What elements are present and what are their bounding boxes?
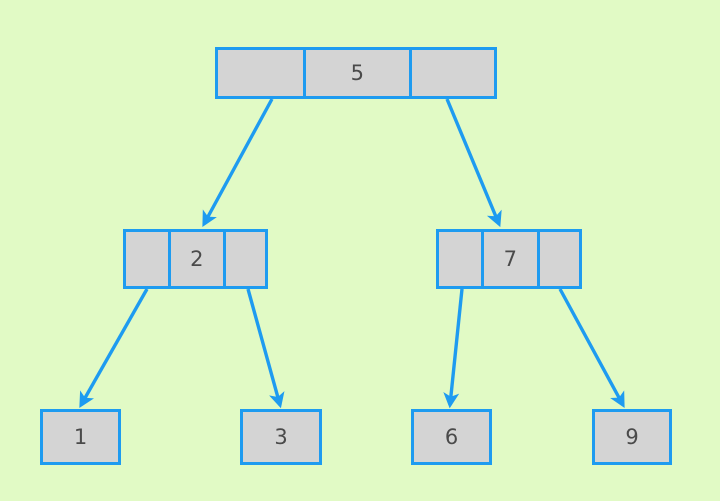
tree-edge [445,98,502,228]
node-key-cell: 7 [481,232,537,286]
node-pointer-cell [126,232,168,286]
node-key-cell: 2 [168,232,223,286]
tree-leaf-6[interactable]: 6 [411,409,492,465]
tree-leaf-9[interactable]: 9 [592,409,672,465]
node-pointer-cell [223,232,265,286]
node-pointer-cell [409,50,494,96]
tree-edge [558,288,625,408]
tree-node-5[interactable]: 5 [215,47,497,99]
tree-edge [79,288,149,408]
node-pointer-cell [218,50,303,96]
tree-edge [246,288,285,409]
tree-leaf-1[interactable]: 1 [40,409,121,465]
tree-edge [443,288,464,409]
tree-edge [202,98,274,227]
tree-leaf-3[interactable]: 3 [240,409,322,465]
node-key-cell: 5 [303,50,409,96]
node-pointer-cell [439,232,481,286]
tree-node-2[interactable]: 2 [123,229,268,289]
node-pointer-cell [537,232,579,286]
tree-node-7[interactable]: 7 [436,229,582,289]
